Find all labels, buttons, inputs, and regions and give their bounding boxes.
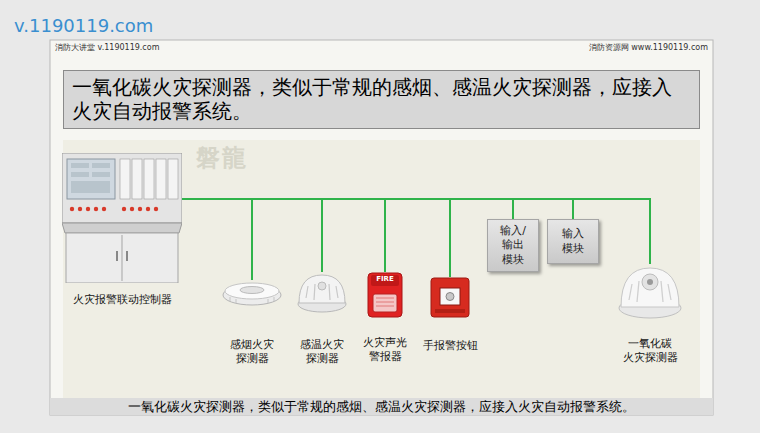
caption-bar: 一氧化碳火灾探测器，类似于常规的感烟、感温火灾探测器，应接入火灾自动报警系统。 xyxy=(50,398,713,415)
bus-wire xyxy=(182,199,252,280)
bus-wire xyxy=(182,199,450,277)
device-label: 火灾声光 警报器 xyxy=(363,336,407,365)
title-box: 一氧化碳火灾探测器，类似于常规的感烟、感温火灾探测器，应接入火灾自动报警系统。 xyxy=(63,70,700,129)
module-box: 输入 模块 xyxy=(547,219,599,264)
device-label: 感烟火灾 探测器 xyxy=(230,338,274,367)
bus-wire xyxy=(182,199,650,264)
smoke-detector-icon xyxy=(222,280,282,306)
device-node: 火灾声光 警报器 FIRE xyxy=(363,272,407,365)
heat-detector-icon xyxy=(296,272,348,314)
device-node: 感烟火灾 探测器 xyxy=(222,280,282,367)
device-node: 手报警按钮 xyxy=(423,277,478,353)
module-box: 输入/输出 模块 xyxy=(487,219,539,272)
watermark-logo: 磐龍 xyxy=(196,144,248,173)
device-label: 感温火灾 探测器 xyxy=(300,338,344,367)
slide-frame xyxy=(50,40,713,415)
manual-call-point-icon xyxy=(430,277,470,318)
device-label: 一氧化碳 火灾探测器 xyxy=(623,337,678,366)
device-label: 输入/输出 模块 xyxy=(500,224,526,267)
co-detector-icon xyxy=(617,264,683,320)
watermark-url: v.1190119.com xyxy=(14,15,153,37)
device-label: 手报警按钮 xyxy=(423,339,478,353)
bus-wire xyxy=(182,199,322,272)
device-label: 火灾报警联动控制器 xyxy=(73,293,172,307)
device-node: 一氧化碳 火灾探测器 xyxy=(617,264,683,366)
header-right: 消防资源网 www.1190119.com xyxy=(589,43,708,53)
device-marking: FIRE xyxy=(376,275,394,283)
bus-wire xyxy=(182,199,513,219)
device-node: 火灾报警联动控制器 xyxy=(62,153,182,307)
header-left: 消防大讲堂 v.1190119.com xyxy=(55,43,159,53)
device-node: 感温火灾 探测器 xyxy=(296,272,348,367)
controller-cabinet xyxy=(62,153,182,283)
bus-wire xyxy=(182,199,385,272)
device-label: 输入 模块 xyxy=(562,227,584,256)
bus-wire xyxy=(182,199,573,219)
diagram-ground xyxy=(63,140,700,398)
